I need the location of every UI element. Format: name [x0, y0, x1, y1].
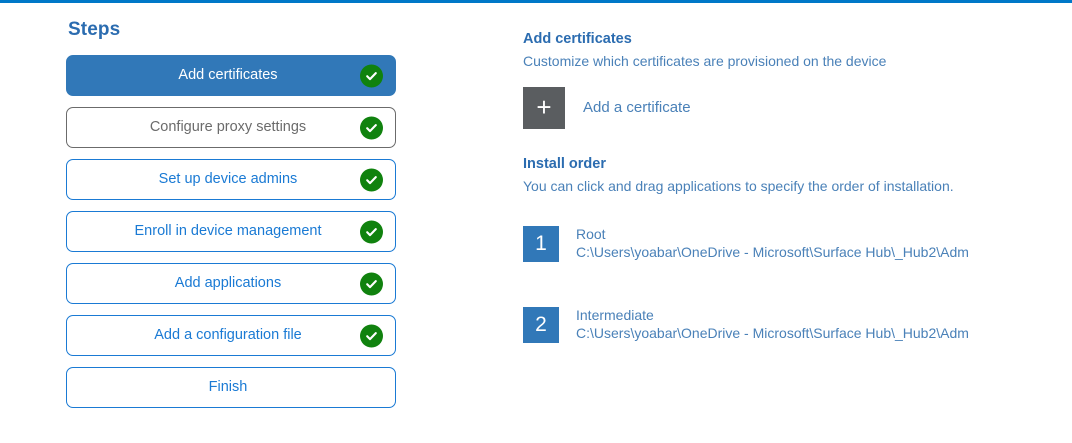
certificates-heading: Add certificates: [523, 31, 632, 47]
step-label: Set up device admins: [158, 171, 298, 188]
step-configure-proxy-settings[interactable]: Configure proxy settings: [66, 107, 396, 148]
step-label: Add applications: [174, 275, 282, 292]
order-item-name: Root: [576, 225, 606, 242]
step-finish[interactable]: Finish: [66, 367, 396, 408]
order-number-badge: 2: [523, 306, 559, 343]
check-icon: [360, 220, 383, 243]
step-label: Configure proxy settings: [149, 119, 307, 136]
check-icon: [360, 324, 383, 347]
order-item-text: Intermediate C:\Users\yoabar\OneDrive - …: [576, 307, 969, 343]
top-accent-bar: [0, 0, 1072, 3]
check-icon: [360, 64, 383, 87]
order-number-badge: 1: [523, 225, 559, 262]
step-set-up-device-admins[interactable]: Set up device admins: [66, 159, 396, 200]
wizard-page: Steps Add certificates Configure proxy s…: [0, 3, 1072, 443]
install-order-heading: Install order: [523, 155, 606, 172]
order-item-path: C:\Users\yoabar\OneDrive - Microsoft\Sur…: [576, 243, 969, 260]
step-label: Add certificates: [178, 67, 278, 84]
certificates-description: Customize which certificates are provisi…: [523, 53, 887, 69]
list-item[interactable]: 2 Intermediate C:\Users\yoabar\OneDrive …: [523, 306, 1043, 343]
steps-title: Steps: [68, 19, 121, 40]
detail-panel: Add certificates Customize which certifi…: [523, 31, 1043, 388]
check-icon: [360, 168, 383, 191]
install-order-section: Install order You can click and drag app…: [523, 156, 1043, 343]
add-certificate-row: + Add a certificate: [523, 86, 1043, 129]
install-order-description: You can click and drag applications to s…: [523, 177, 954, 194]
step-add-a-configuration-file[interactable]: Add a configuration file: [66, 315, 396, 356]
plus-icon[interactable]: +: [523, 86, 565, 129]
check-icon: [360, 116, 383, 139]
order-item-name: Intermediate: [576, 306, 654, 323]
steps-panel: Steps Add certificates Configure proxy s…: [66, 19, 398, 419]
add-certificate-link[interactable]: Add a certificate: [583, 99, 691, 117]
certificates-section: Add certificates Customize which certifi…: [523, 31, 1043, 129]
order-item-text: Root C:\Users\yoabar\OneDrive - Microsof…: [576, 226, 969, 262]
step-label: Add a configuration file: [154, 327, 302, 344]
plus-glyph: +: [536, 91, 552, 122]
order-item-path: C:\Users\yoabar\OneDrive - Microsoft\Sur…: [576, 324, 969, 341]
list-item[interactable]: 1 Root C:\Users\yoabar\OneDrive - Micros…: [523, 225, 1043, 262]
step-enroll-in-device-management[interactable]: Enroll in device management: [66, 211, 396, 252]
step-label: Finish: [208, 379, 248, 396]
install-order-list: 1 Root C:\Users\yoabar\OneDrive - Micros…: [523, 225, 1043, 343]
step-add-certificates[interactable]: Add certificates: [66, 55, 396, 96]
step-label: Enroll in device management: [134, 223, 322, 240]
check-icon: [360, 272, 383, 295]
step-add-applications[interactable]: Add applications: [66, 263, 396, 304]
